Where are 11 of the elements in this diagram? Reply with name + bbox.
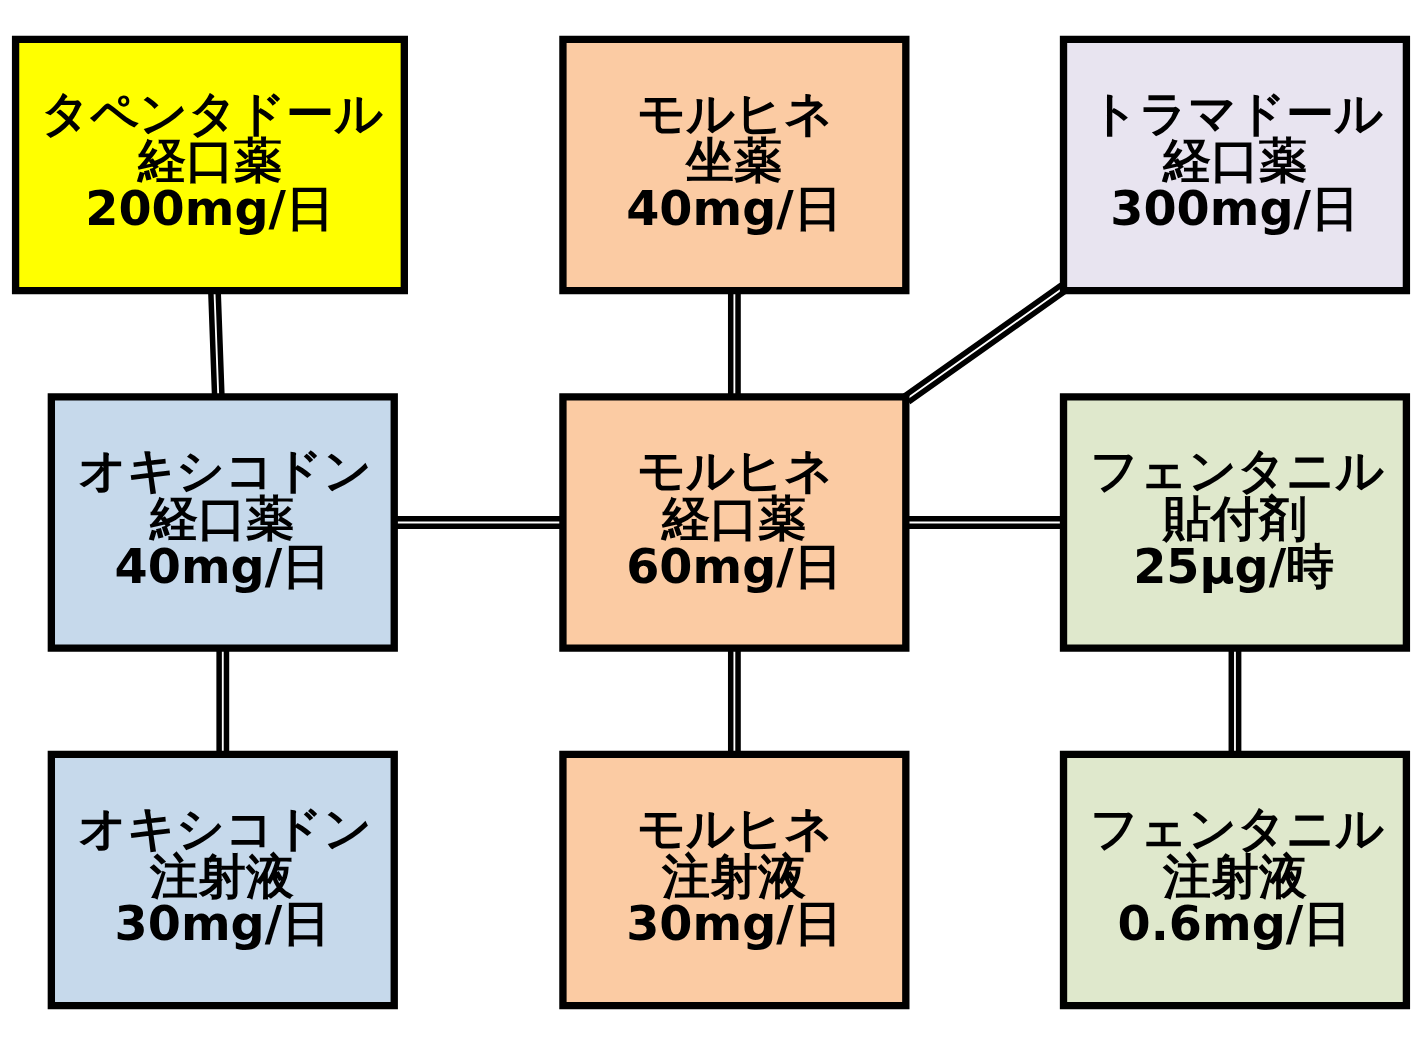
node-box: トラマドール 経口薬 300mg/日	[1059, 35, 1411, 294]
node-box: オキシコドン 注射液 30mg/日	[47, 750, 398, 1009]
connector	[902, 282, 1068, 404]
node-box: フェンタニル 注射液 0.6mg/日	[1059, 750, 1411, 1009]
node-box: オキシコドン 経口薬 40mg/日	[47, 392, 398, 652]
connector	[394, 515, 563, 529]
node-box: フェンタニル 貼付剤 25μg/時	[1059, 392, 1411, 652]
node-box: モルヒネ 経口薬 60mg/日	[559, 392, 910, 652]
node-box: モルヒネ 坐薬 40mg/日	[559, 35, 910, 294]
node-box: モルヒネ 注射液 30mg/日	[559, 750, 910, 1009]
node-box: タペンタドール 経口薬 200mg/日	[11, 35, 408, 294]
